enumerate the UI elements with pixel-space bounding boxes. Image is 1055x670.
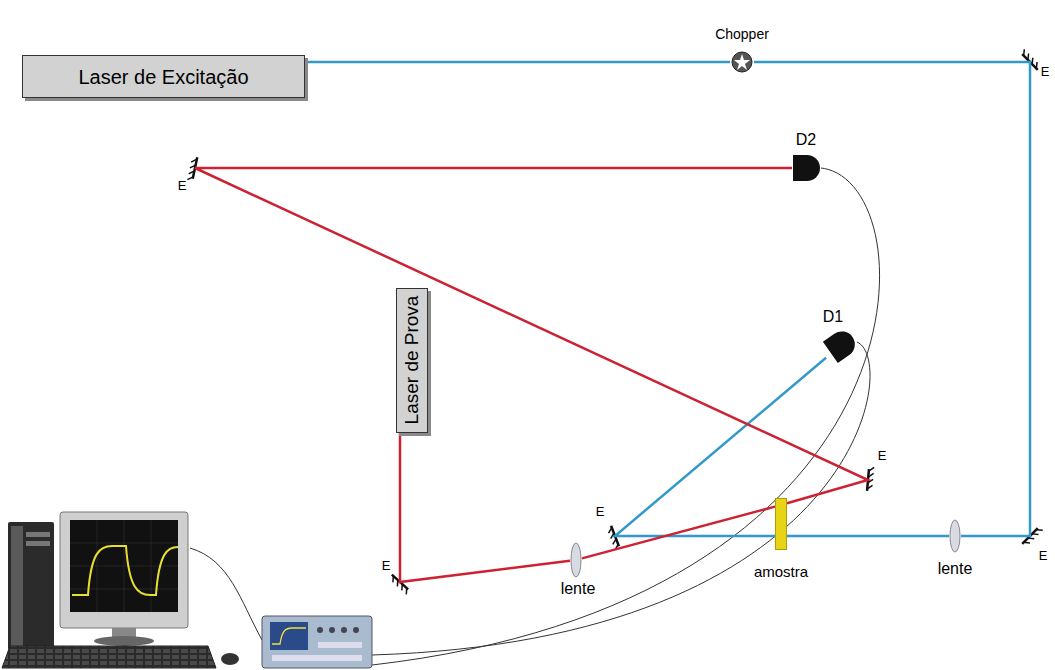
mirror-label: E <box>1039 549 1048 563</box>
mirror-label: E <box>596 505 605 519</box>
laser-box: Laser de Excitação <box>22 55 305 98</box>
part-label: D1 <box>823 308 843 326</box>
oscilloscope <box>262 616 372 668</box>
shape-outline <box>792 154 822 182</box>
detector-outline <box>793 155 820 181</box>
knob <box>329 627 335 633</box>
monitor <box>60 512 188 628</box>
shape-outline <box>949 519 961 553</box>
drive-slot <box>26 541 50 546</box>
part-label: lente <box>938 560 973 578</box>
signal-trace <box>72 546 178 595</box>
sample-holder: amostra <box>775 498 787 550</box>
part-label: Chopper <box>715 26 769 42</box>
lens-outline <box>571 543 581 577</box>
shape-outline <box>570 542 582 578</box>
button-row <box>318 642 362 648</box>
laser-name: Laser de Excitação <box>78 65 248 88</box>
laser-name: Laser de Prova <box>401 296 423 425</box>
shape-outline <box>826 330 856 360</box>
sample-outline <box>776 499 787 550</box>
signal-wire <box>372 168 880 665</box>
mirror-label: E <box>382 559 391 573</box>
chopper-symbol: Chopper <box>730 50 754 74</box>
keyboard <box>2 646 216 668</box>
tower-panel <box>11 526 23 646</box>
monitor-base <box>94 636 154 646</box>
button-row <box>272 655 362 661</box>
knob <box>353 627 359 633</box>
lens-symbol: lente <box>570 542 582 578</box>
part-label: D2 <box>796 131 816 149</box>
detector-outline <box>823 326 860 363</box>
signal-trace <box>272 628 306 644</box>
oscilloscope-body <box>262 616 372 668</box>
laser-beam <box>195 168 868 503</box>
laser-beam <box>754 62 1030 536</box>
laser-beam <box>305 61 730 64</box>
mirror-label: E <box>178 179 187 193</box>
chopper-blades <box>734 54 750 70</box>
detector-symbol: D1 <box>826 330 856 360</box>
signal-wire <box>372 342 870 655</box>
chopper-wheel <box>732 52 752 72</box>
lens-symbol: lente <box>949 519 961 553</box>
oscilloscope-screen <box>270 622 308 650</box>
laser-beam <box>582 507 775 559</box>
laser-box: Laser de Prova <box>396 288 428 433</box>
mirror-label: E <box>1041 65 1050 79</box>
data-cable <box>190 548 262 640</box>
detector-symbol: D2 <box>792 154 822 182</box>
shape-outline <box>775 498 787 550</box>
mirror <box>606 526 619 550</box>
monitor-screen <box>70 520 178 612</box>
drive-slot <box>26 532 50 537</box>
part-label: amostra <box>754 563 808 580</box>
mouse <box>221 653 239 665</box>
lens-outline <box>950 520 960 552</box>
laser-beam <box>787 535 949 538</box>
computer-tower <box>8 522 54 650</box>
mirror-label: E <box>878 449 887 463</box>
shape-outline <box>730 50 754 74</box>
knob <box>317 627 323 633</box>
laser-beam <box>400 433 570 583</box>
computer <box>2 512 239 668</box>
knob <box>341 627 347 633</box>
part-label: lente <box>561 580 596 598</box>
